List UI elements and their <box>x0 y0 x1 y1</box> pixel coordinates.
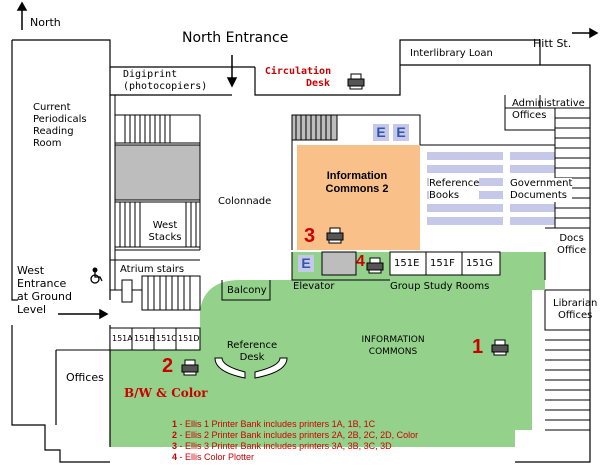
printer-bank-3-number[interactable]: 3 <box>304 225 316 247</box>
room-151b[interactable]: 151B <box>134 334 155 343</box>
wheelchair-icon <box>90 267 103 284</box>
elevator-label: Elevator <box>293 281 335 292</box>
legend-item: 3 - Ellis 3 Printer Bank includes printe… <box>172 441 392 451</box>
room-151d[interactable]: 151D <box>178 334 200 343</box>
study-room-151g[interactable]: 151G <box>466 258 493 269</box>
elevator-e-icon-1: E <box>373 124 389 141</box>
room-151c[interactable]: 151C <box>156 334 177 343</box>
bw-color-label: B/W & Color <box>124 386 208 400</box>
printer-legend: 1 - Ellis 1 Printer Bank includes printe… <box>172 419 418 463</box>
information-commons-2-area[interactable] <box>297 145 420 250</box>
offices-label[interactable]: Offices <box>66 371 104 384</box>
legend-item: 1 - Ellis 1 Printer Bank includes printe… <box>172 419 376 429</box>
study-room-151f[interactable]: 151F <box>430 258 455 269</box>
north-entrance-label[interactable]: North Entrance <box>182 30 289 46</box>
elevator-e-icon-3: E <box>298 255 314 272</box>
group-study-rooms-label: Group Study Rooms <box>390 281 490 292</box>
information-commons-area[interactable] <box>110 252 545 447</box>
study-room-151e[interactable]: 151E <box>394 258 420 269</box>
elevator-e-icon-2: E <box>393 124 409 141</box>
digiprint-label: Digiprint(photocopiers) <box>123 69 208 92</box>
interlibrary-loan-label[interactable]: Interlibrary Loan <box>410 48 493 59</box>
balcony-label: Balcony <box>227 285 267 296</box>
room-151a[interactable]: 151A <box>112 334 133 343</box>
legend-item: 2 - Ellis 2 Printer Bank includes printe… <box>172 430 419 440</box>
printer-bank-1-number[interactable]: 1 <box>472 336 484 358</box>
atrium-stairs-label: Atrium stairs <box>120 264 185 275</box>
north-label: North <box>30 16 61 29</box>
printer-bank-2-number[interactable]: 2 <box>162 355 174 377</box>
legend-item: 4 - Ellis Color Plotter <box>172 452 255 462</box>
printer-icons <box>181 73 509 376</box>
hitt-street-label: Hitt St. <box>533 37 572 50</box>
colonnade-label: Colonnade <box>218 196 272 207</box>
arrows <box>16 1 599 320</box>
printer-bank-4-number[interactable]: 4 <box>356 253 365 270</box>
